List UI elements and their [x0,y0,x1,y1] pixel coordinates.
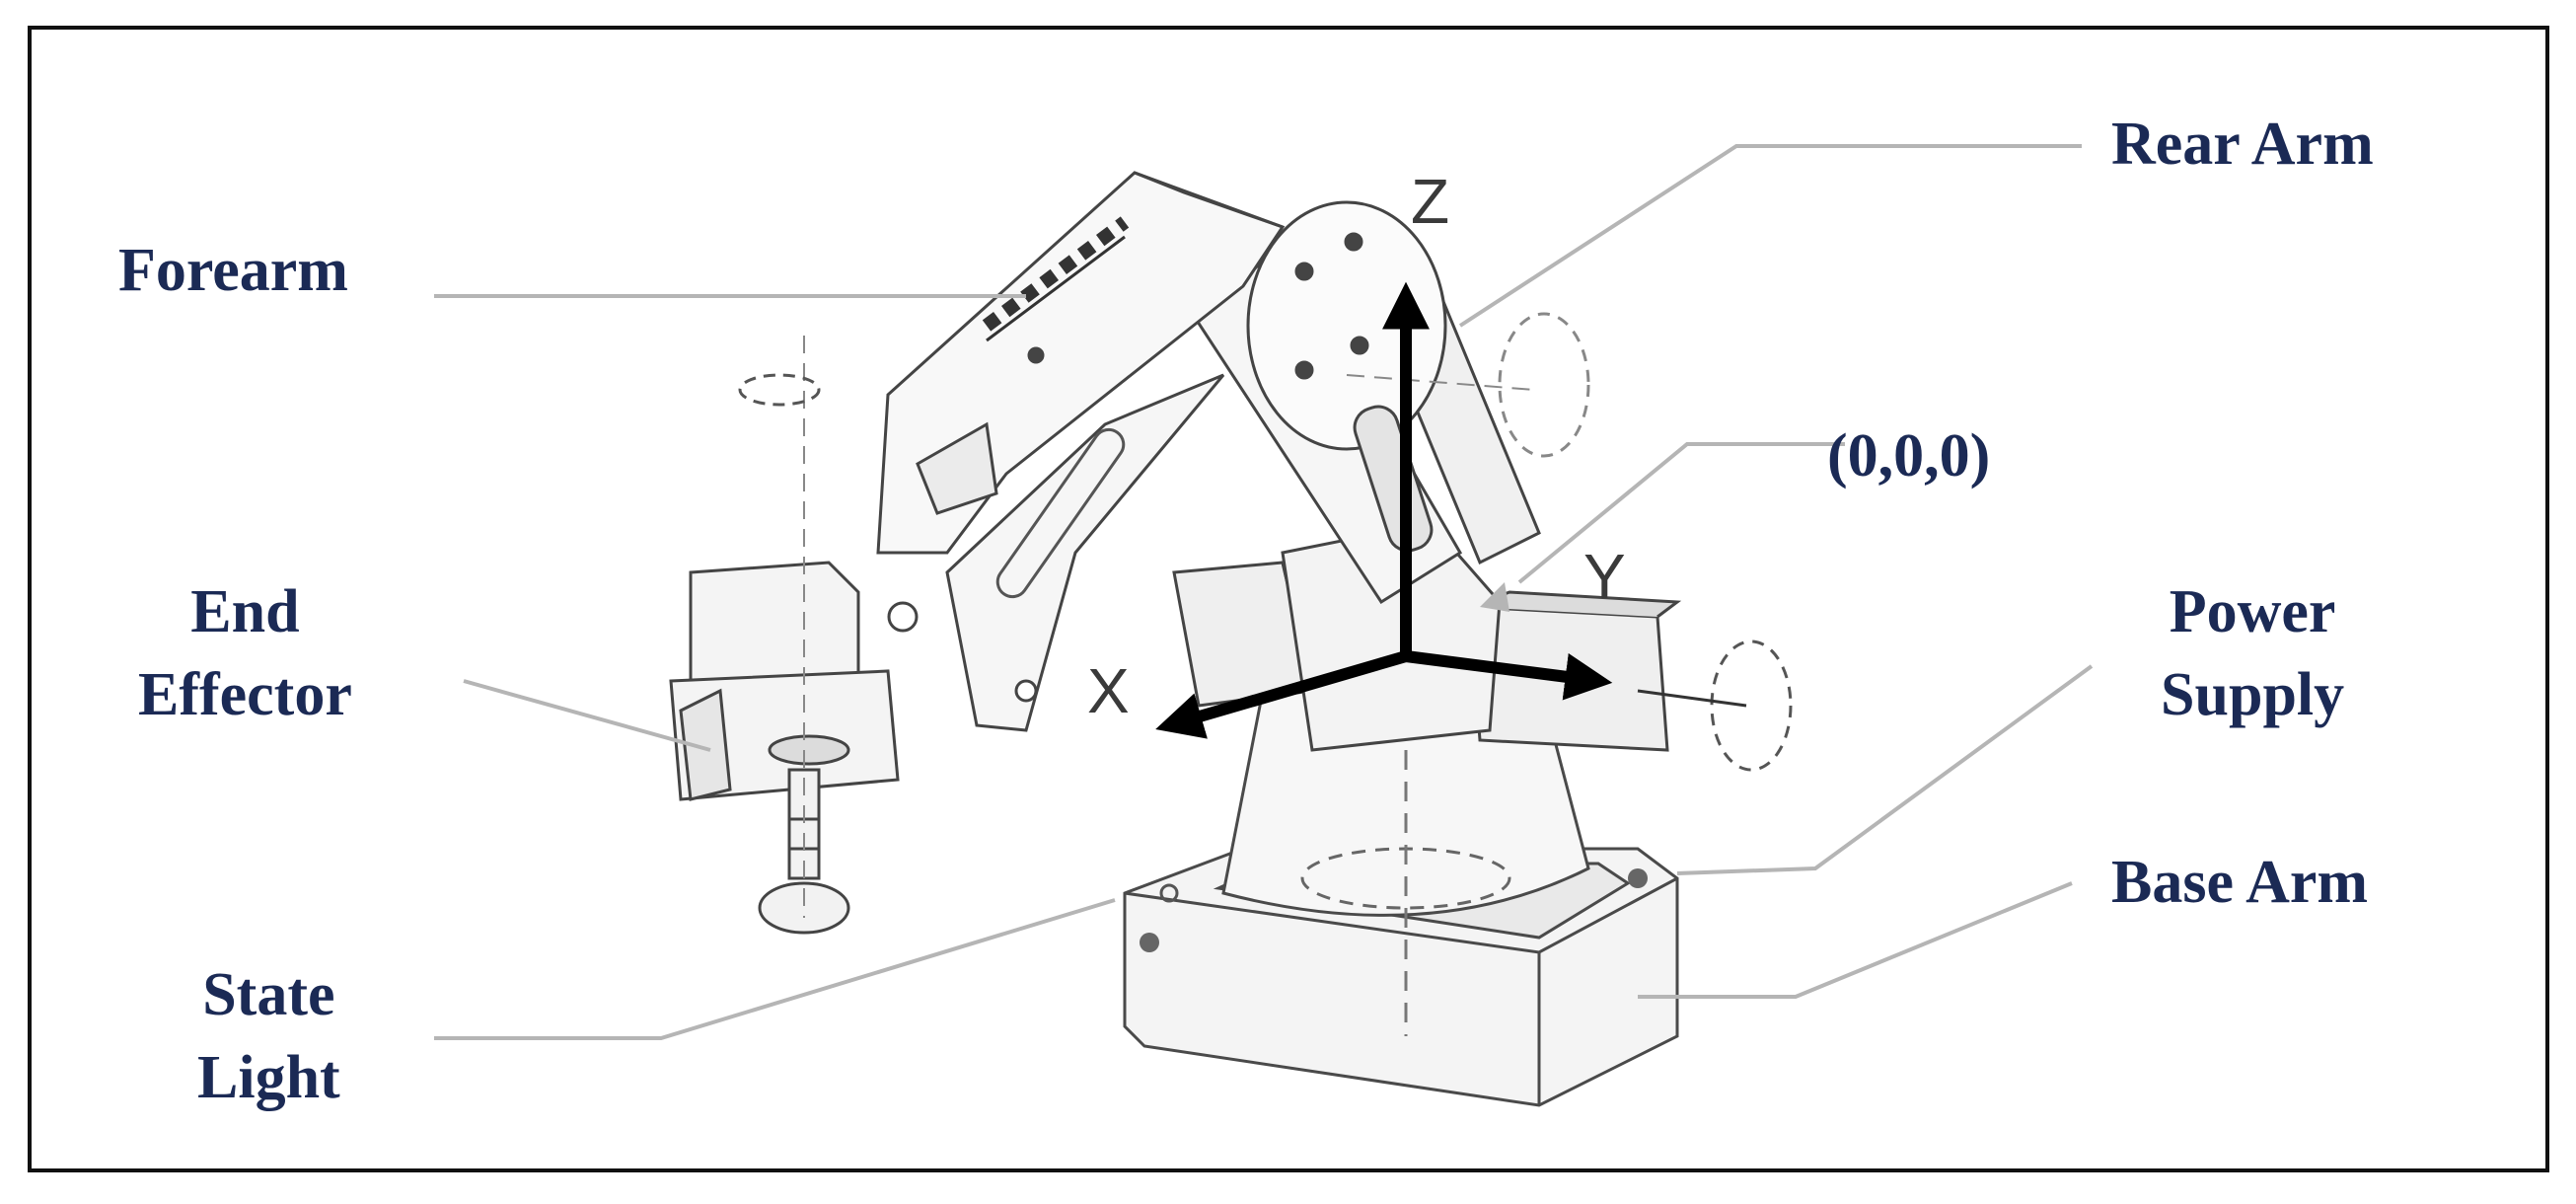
label-power-supply-line1: Power [2169,578,2336,645]
leader-state-light [434,898,1116,1040]
label-end-effector-line1: End [190,578,300,645]
label-rear-arm: Rear Arm [2111,111,2374,178]
leader-end-effector [463,679,711,752]
label-state-light-line1: State [202,961,335,1028]
leader-base-arm [1638,881,2073,999]
leader-origin [1517,442,1845,584]
label-power-supply: Power Supply [2161,570,2344,736]
leader-rear-arm [1458,144,2082,328]
label-base-arm: Base Arm [2111,849,2369,916]
label-forearm: Forearm [118,237,348,304]
label-state-light: State Light [197,953,340,1119]
leader-lines [434,144,2094,1040]
label-end-effector: End Effector [138,570,352,736]
leader-power-supply [1676,664,2094,875]
forearm-link [876,171,1286,555]
label-power-supply-line2: Supply [2161,661,2345,728]
z-axis-label: Z [1411,166,1450,237]
base-rotation-icon [1710,640,1793,772]
label-origin: (0,0,0) [1827,422,1991,489]
y-axis-label: Y [1583,541,1626,612]
y-axis-arrow [1405,650,1613,701]
rear-arm-link [1191,200,1541,605]
rear-rotation-icon [1498,312,1590,458]
state-light-icon [1140,933,1159,952]
x-axis-label: X [1087,655,1130,726]
parallel-link [945,373,1225,732]
end-effector-unit [669,561,900,935]
label-state-light-line2: Light [197,1044,340,1111]
coordinate-axes [1155,281,1613,739]
label-end-effector-line2: Effector [138,661,352,728]
x-axis-arrow [1155,650,1408,739]
